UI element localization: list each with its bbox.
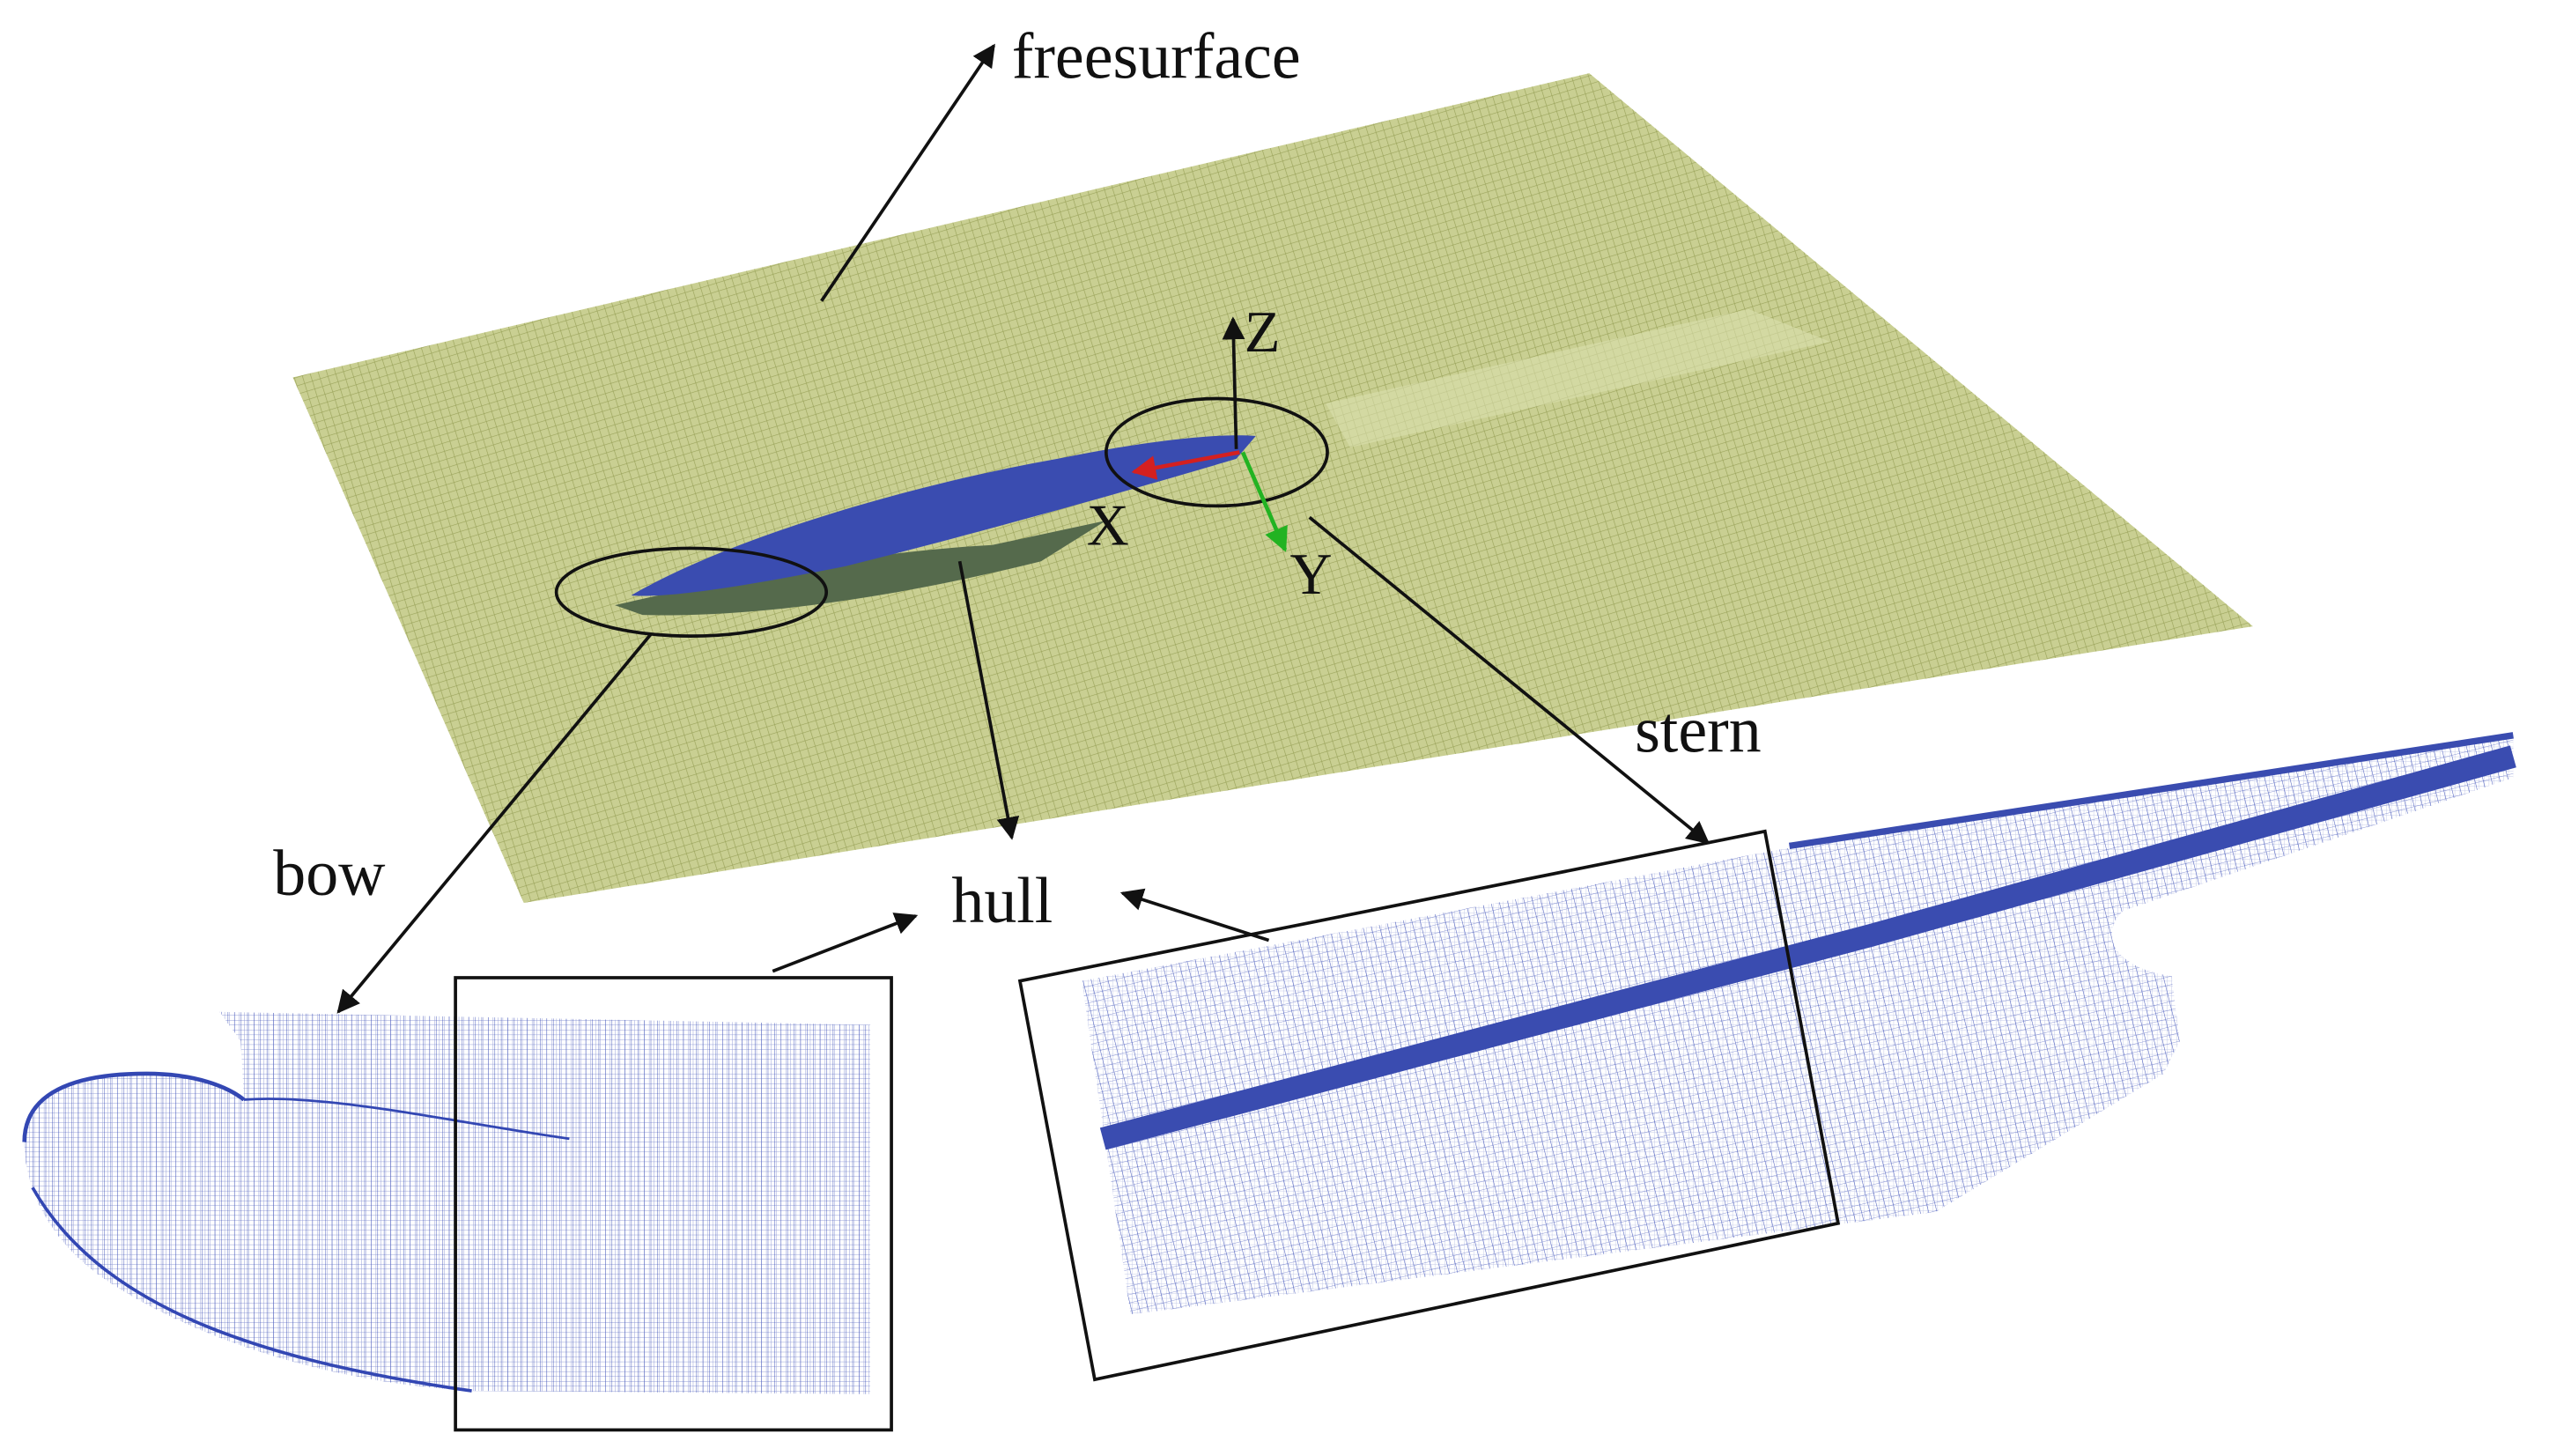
bow-hull-box — [454, 976, 893, 1432]
coordinate-axes: Z X Y — [1087, 300, 1333, 607]
stern-hull-box — [1017, 829, 1841, 1382]
hull-arrow-stern — [1119, 888, 1270, 942]
bow-mesh-detail — [22, 1011, 871, 1394]
stern-label: stern — [1635, 693, 1762, 765]
stern-ellipse — [1105, 396, 1329, 508]
y-axis — [1240, 451, 1288, 552]
bow-arrow — [336, 633, 653, 1014]
stern-mesh-detail — [1082, 732, 2516, 1315]
hull-arrow-bow — [772, 913, 919, 973]
axis-y-label: Y — [1290, 543, 1333, 607]
bow-label: bow — [273, 837, 386, 909]
axis-x-label: X — [1087, 494, 1129, 558]
freesurface-plane — [292, 73, 2253, 904]
freesurface-arrow — [820, 43, 995, 302]
axis-z-label: Z — [1245, 300, 1281, 365]
hull-on-surface — [615, 435, 1256, 616]
bow-ellipse — [554, 546, 829, 639]
z-axis — [1222, 316, 1245, 449]
hull-label: hull — [951, 864, 1053, 936]
hull-arrow-top — [957, 560, 1020, 840]
stern-arrow — [1308, 515, 1710, 845]
x-axis — [1131, 450, 1240, 480]
freesurface-label: freesurface — [1012, 20, 1301, 92]
annotation-arrows — [336, 43, 1710, 1014]
